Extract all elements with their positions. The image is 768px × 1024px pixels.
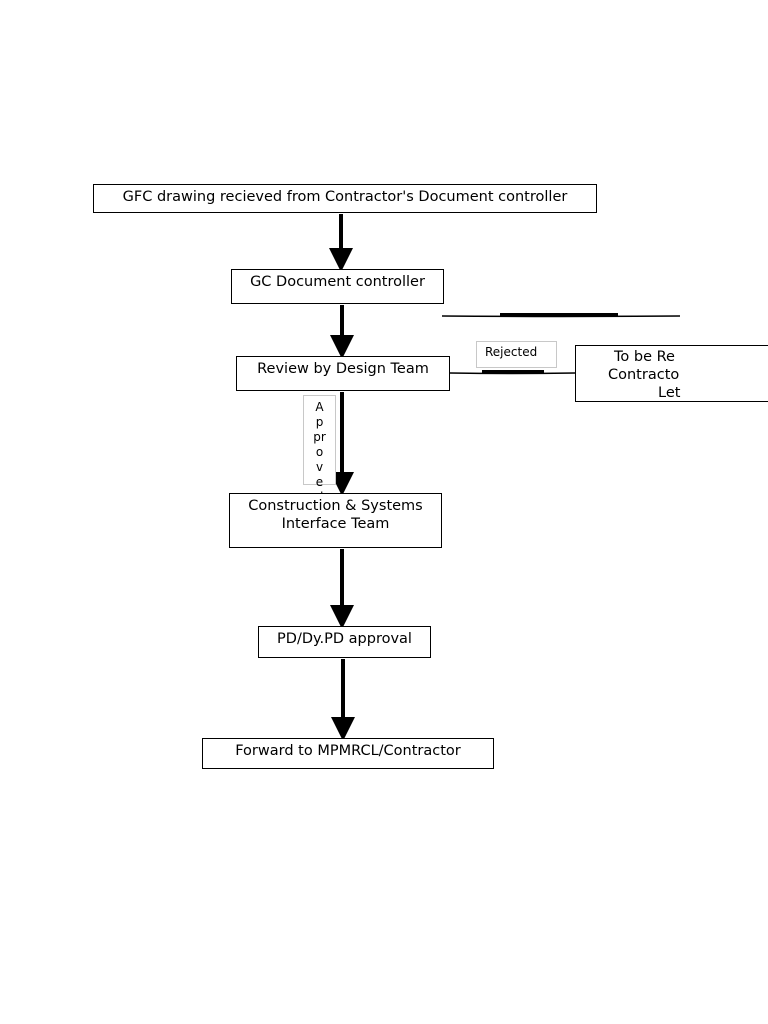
- node-forward-label: Forward to MPMRCL/Contractor: [235, 743, 461, 759]
- connector-rejected-bar: [482, 370, 544, 374]
- node-review-design-team: Review by Design Team: [236, 356, 450, 391]
- node-gfc-received-label: GFC drawing recieved from Contractor's D…: [122, 189, 568, 205]
- node-construction-systems-line-2: Interface Team: [281, 516, 390, 532]
- node-gfc-received: GFC drawing recieved from Contractor's D…: [93, 184, 597, 213]
- node-construction-systems-team: Construction & Systems Interface Team: [229, 493, 442, 548]
- label-approved-char-2: p: [315, 415, 324, 429]
- label-rejected: Rejected: [476, 341, 557, 368]
- node-gc-document-controller-label: GC Document controller: [250, 274, 425, 290]
- node-construction-systems-line-1: Construction & Systems: [248, 498, 423, 514]
- node-returned-line-1: To be Re: [614, 349, 675, 365]
- connector-upper-bar: [500, 313, 618, 317]
- node-returned-to-contractor: To be Re Contracto Let: [575, 345, 768, 402]
- label-approved-char-3: pr: [313, 430, 326, 444]
- label-approved-char-4: o: [315, 445, 324, 459]
- label-approved-char-5: v: [315, 460, 324, 474]
- node-returned-line-2: Contracto: [608, 367, 680, 383]
- node-pd-approval: PD/Dy.PD approval: [258, 626, 431, 658]
- label-approved-char-6: e: [315, 475, 324, 489]
- node-review-design-team-label: Review by Design Team: [257, 361, 429, 377]
- node-returned-line-3: Let: [658, 385, 681, 401]
- label-approved: A p pr o v e d: [303, 395, 336, 504]
- node-pd-approval-label: PD/Dy.PD approval: [277, 631, 412, 647]
- node-forward-to-mpmrcl: Forward to MPMRCL/Contractor: [202, 738, 494, 769]
- label-approved-char-1: A: [315, 400, 324, 414]
- node-gc-document-controller: GC Document controller: [231, 269, 444, 304]
